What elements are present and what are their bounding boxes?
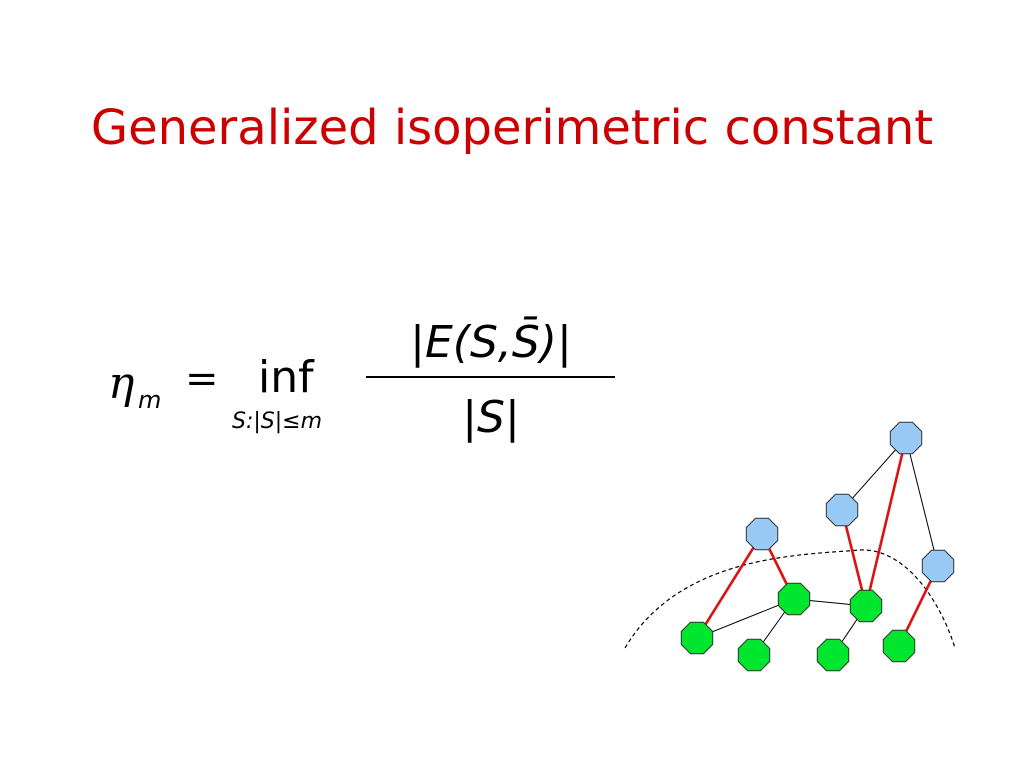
formula-operator: inf — [258, 352, 315, 403]
formula-operator-subscript: S:|S|≤m — [232, 409, 322, 434]
outside-node-b3 — [745, 517, 779, 551]
formula-lhs-subscript: m — [138, 386, 161, 414]
cut-boundary — [624, 549, 956, 649]
graph-nodes — [680, 421, 955, 672]
inside-node-g3 — [849, 589, 883, 623]
cut-edge-b1-g3 — [864, 437, 908, 607]
formula-equals-sign: = — [185, 356, 219, 402]
outside-node-b4 — [921, 549, 955, 583]
inside-node-g6 — [882, 629, 916, 663]
formula-denominator: |S| — [462, 392, 520, 443]
inside-node-g4 — [737, 638, 771, 672]
formula-numerator: |E(S,S̄)| — [410, 315, 572, 368]
outside-node-b2 — [825, 493, 859, 527]
cut-edge-b3-g1 — [695, 533, 764, 639]
inside-node-g2 — [777, 582, 811, 616]
formula-lhs-symbol: η — [108, 358, 134, 409]
outside-node-b1 — [889, 421, 923, 455]
internal-edge-b1-b4 — [905, 437, 939, 567]
inside-node-g1 — [680, 621, 714, 655]
slide-title: Generalized isoperimetric constant — [90, 100, 934, 156]
inside-node-g5 — [816, 638, 850, 672]
graph-edges — [695, 437, 940, 656]
